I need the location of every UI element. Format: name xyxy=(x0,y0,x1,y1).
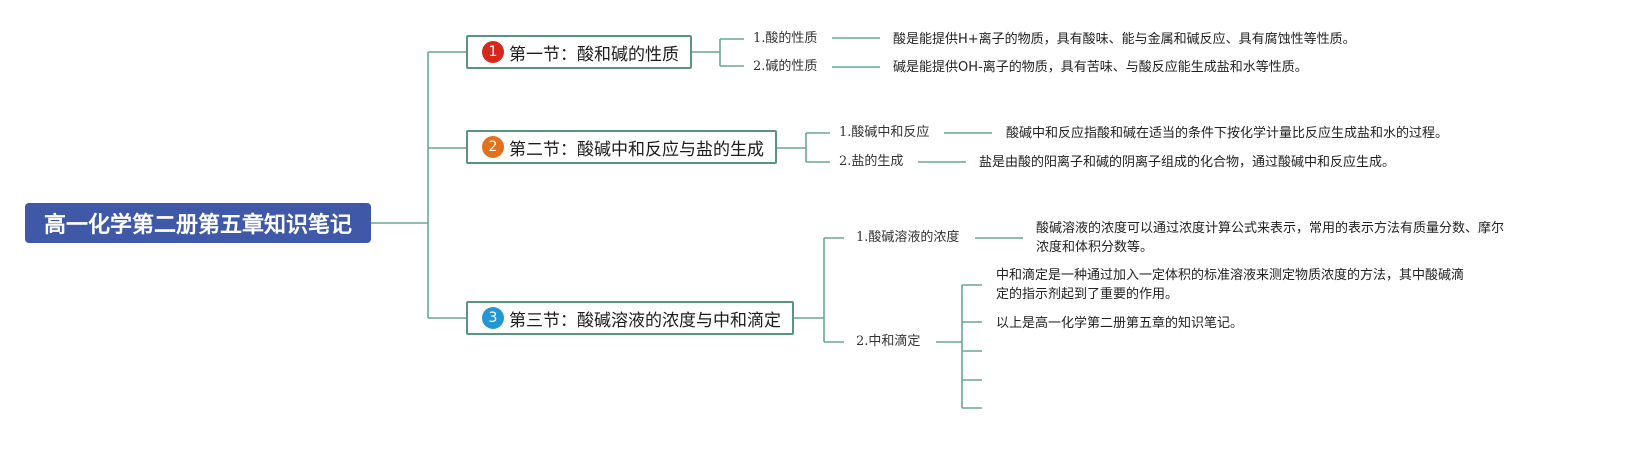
section-title: 第一节：酸和碱的性质 xyxy=(509,44,679,65)
subtopic-acid-properties[interactable]: 1.酸的性质 xyxy=(753,31,818,46)
detail-summary-note[interactable]: 以上是高一化学第二册第五章的知识笔记。 xyxy=(996,316,1244,331)
section-title: 第二节：酸碱中和反应与盐的生成 xyxy=(509,139,764,160)
section-1-topic[interactable]: 1 第一节：酸和碱的性质 xyxy=(466,35,692,69)
subtopic-neutralization[interactable]: 1.酸碱中和反应 xyxy=(839,125,930,140)
detail-solution-concentration[interactable]: 酸碱溶液的浓度可以通过浓度计算公式来表示，常用的表示方法有质量分数、摩尔浓度和体… xyxy=(1036,221,1505,255)
detail-neutralization[interactable]: 酸碱中和反应指酸和碱在适当的条件下按化学计量比反应生成盐和水的过程。 xyxy=(1006,126,1449,141)
root-title: 高一化学第二册第五章知识笔记 xyxy=(43,213,352,238)
number-badge-icon: 1 xyxy=(482,41,504,63)
detail-titration-definition[interactable]: 中和滴定是一种通过加入一定体积的标准溶液来测定物质浓度的方法，其中酸碱滴定的指示… xyxy=(996,268,1465,302)
empty-detail-node[interactable] xyxy=(996,399,1196,417)
section-title: 第三节：酸碱溶液的浓度与中和滴定 xyxy=(509,310,781,331)
detail-base-properties[interactable]: 碱是能提供OH-离子的物质，具有苦味、与酸反应能生成盐和水等性质。 xyxy=(893,60,1308,75)
subtopic-base-properties[interactable]: 2.碱的性质 xyxy=(753,59,818,74)
number-badge-icon: 3 xyxy=(482,307,504,329)
detail-acid-properties[interactable]: 酸是能提供H+离子的物质，具有酸味、能与金属和碱反应、具有腐蚀性等性质。 xyxy=(893,32,1356,47)
section-2-topic[interactable]: 2 第二节：酸碱中和反应与盐的生成 xyxy=(466,130,777,164)
section-3-topic[interactable]: 3 第三节：酸碱溶液的浓度与中和滴定 xyxy=(466,301,794,335)
subtopic-titration[interactable]: 2.中和滴定 xyxy=(856,334,921,349)
subtopic-salt-formation[interactable]: 2.盐的生成 xyxy=(839,154,904,169)
root-topic[interactable]: 高一化学第二册第五章知识笔记 xyxy=(25,203,371,243)
empty-detail-node[interactable] xyxy=(996,342,1196,360)
detail-salt-formation[interactable]: 盐是由酸的阳离子和碱的阴离子组成的化合物，通过酸碱中和反应生成。 xyxy=(979,155,1396,170)
empty-detail-node[interactable] xyxy=(996,371,1196,389)
subtopic-solution-concentration[interactable]: 1.酸碱溶液的浓度 xyxy=(856,230,960,245)
number-badge-icon: 2 xyxy=(482,136,504,158)
